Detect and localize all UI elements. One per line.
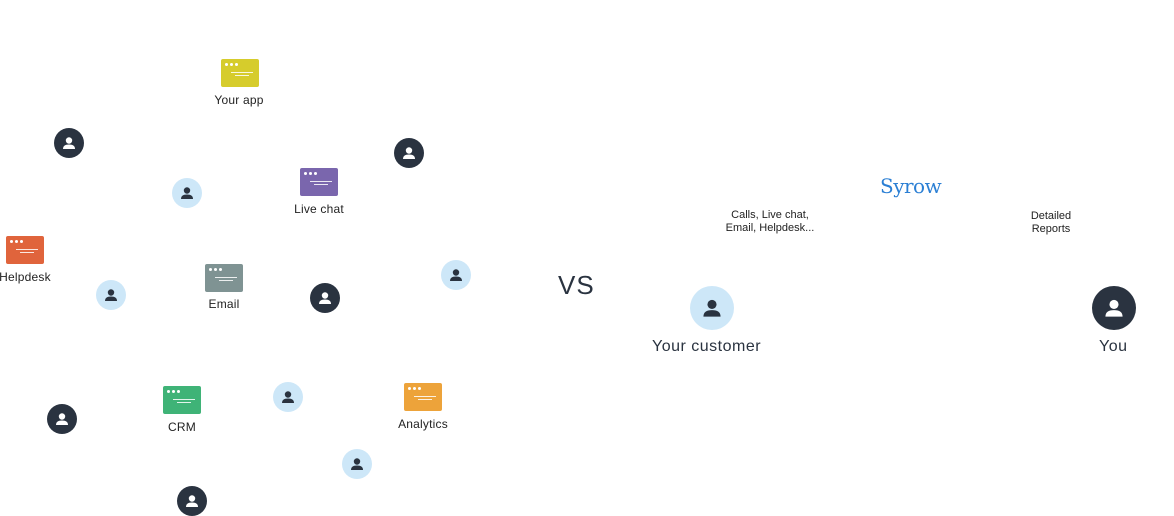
helpdesk-icon [6,236,44,264]
your-app-label: Your app [214,93,264,107]
vs-label: VS [558,270,595,300]
customer-user-icon [690,286,734,330]
syrow-logo: Syrow [880,174,942,198]
email-icon [205,264,243,292]
email-label: Email [208,297,240,311]
analytics-icon [404,383,442,411]
user-icon [47,404,77,434]
user-icon [54,128,84,158]
your-customer-label: Your customer [652,338,762,355]
crm-label: CRM [168,420,196,434]
helpdesk-label: Helpdesk [0,270,51,284]
your-app-icon [221,59,259,87]
user-icon [273,382,303,412]
user-icon [394,138,424,168]
you-label: You [1099,338,1128,355]
user-icon [177,486,207,516]
user-icon [310,283,340,313]
reports-text: Detailed Reports [1030,210,1072,235]
user-icon [172,178,202,208]
analytics-label: Analytics [398,417,448,431]
you-user-icon [1092,286,1136,330]
channels-text: Calls, Live chat, Email, Helpdesk... [725,209,815,234]
user-icon [342,449,372,479]
user-icon [441,260,471,290]
live-chat-icon [300,168,338,196]
live-chat-label: Live chat [294,202,344,216]
crm-icon [163,386,201,414]
user-icon [96,280,126,310]
